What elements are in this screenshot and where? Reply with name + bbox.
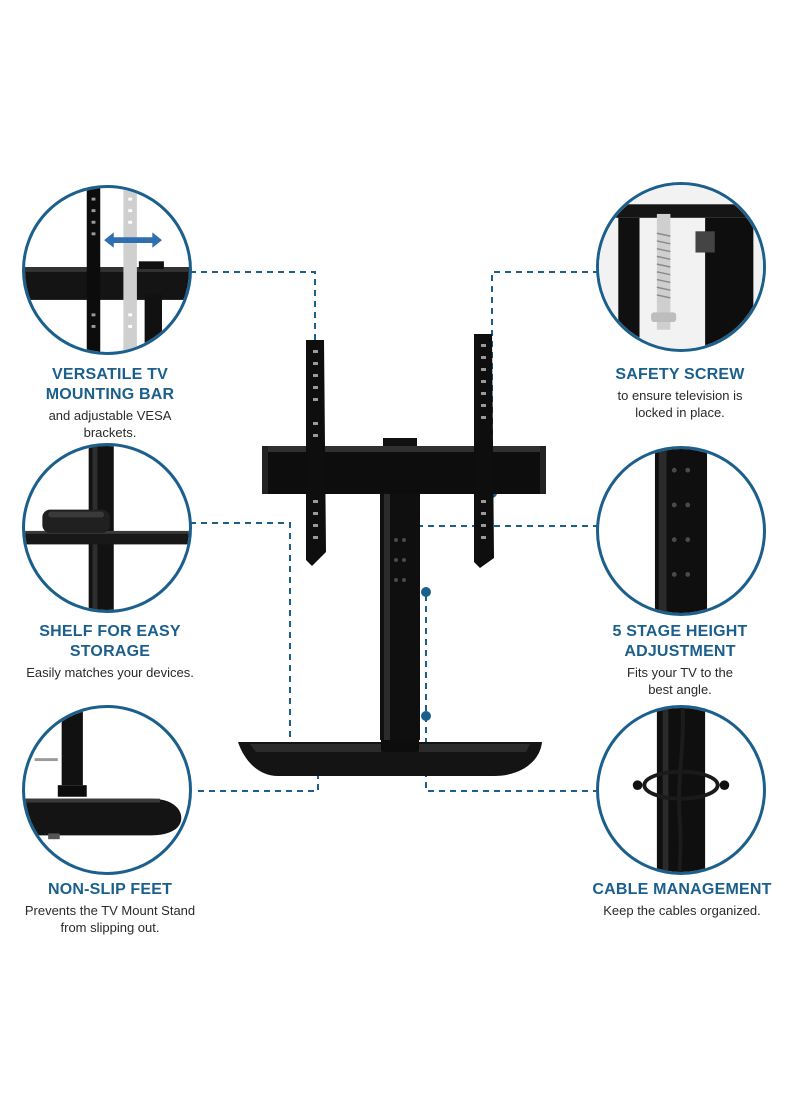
callout-mounting-bar: VERSATILE TV MOUNTING BAR and adjustable… [10,365,210,441]
callout-title: CABLE MANAGEMENT [592,881,772,898]
detail-circle-shelf [22,443,192,613]
arrow-double-horizontal-icon [104,232,162,248]
callout-shelf: SHELF FOR EASY STORAGE Easily matches yo… [10,622,210,681]
horizontal-mounting-bar [262,446,546,494]
callout-description: and adjustable VESA brackets. [48,408,172,440]
leader-height [397,525,610,530]
callout-title: SHELF FOR EASY STORAGE [39,623,181,660]
callout-height: 5 STAGE HEIGHT ADJUSTMENT Fits your TV t… [580,622,780,698]
leader-shelf [190,522,291,748]
callout-safety-screw: SAFETY SCREW to ensure television is loc… [580,365,780,421]
callout-title: 5 STAGE HEIGHT ADJUSTMENT [612,623,748,660]
vesa-bracket-left [306,340,326,566]
callout-description: Easily matches your devices. [26,665,194,680]
callout-feet: NON-SLIP FEET Prevents the TV Mount Stan… [10,880,210,936]
vesa-bracket-right [474,334,494,568]
detail-circle-safety-screw [596,182,766,352]
pole-collar [381,738,419,752]
tv-stand [238,334,546,776]
detail-circle-cable [596,705,766,875]
callout-description: Keep the cables organized. [603,903,761,918]
dot-cable [421,587,431,597]
detail-circle-feet [22,705,192,875]
callout-title: SAFETY SCREW [615,366,745,383]
dot-cable-lower [421,711,431,721]
leader-mounting-bar [190,271,316,410]
callout-description: Prevents the TV Mount Stand from slippin… [24,903,196,935]
callout-title: VERSATILE TV MOUNTING BAR [45,366,175,403]
callout-description: to ensure television is locked in place. [617,388,743,420]
callout-title: NON-SLIP FEET [47,881,173,898]
callout-cable: CABLE MANAGEMENT Keep the cables organiz… [572,880,792,919]
callout-description: Fits your TV to the best angle. [627,665,733,697]
detail-circle-height [596,446,766,616]
detail-circle-mounting-bar [22,185,192,355]
